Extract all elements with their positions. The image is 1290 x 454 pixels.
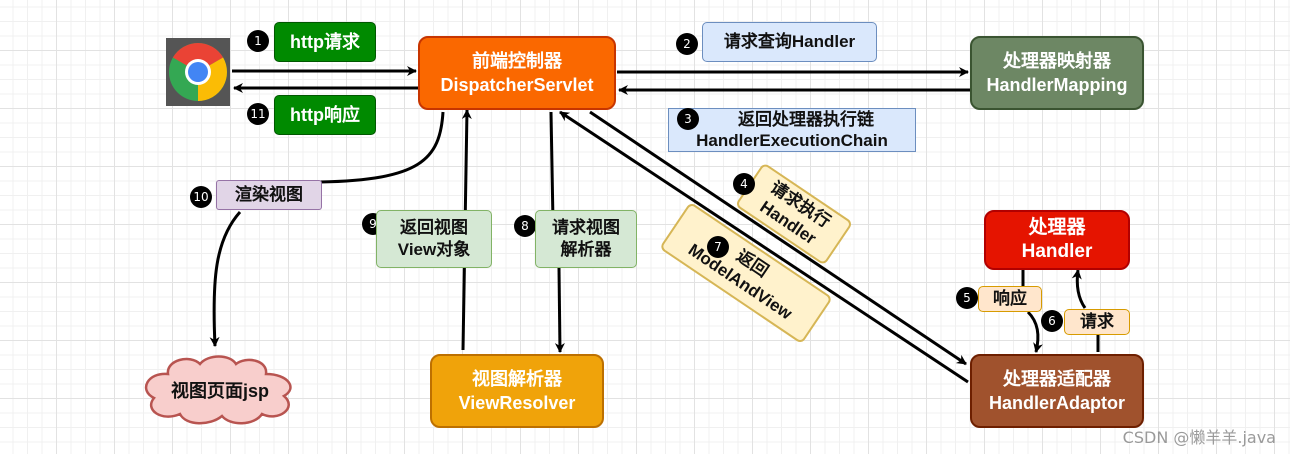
mapping-title: 处理器映射器 bbox=[1003, 51, 1111, 71]
cloud-shape bbox=[144, 355, 292, 425]
step-11-label[interactable]: http响应 bbox=[274, 95, 376, 135]
step-10-text: 渲染视图 bbox=[235, 185, 303, 204]
watermark: CSDN @懒羊羊.java bbox=[1122, 428, 1276, 447]
step-5-text: 响应 bbox=[993, 289, 1027, 308]
step-2-text: 请求查询Handler bbox=[723, 32, 856, 51]
step-9-text-2: View对象 bbox=[397, 240, 471, 259]
handler-subtitle: Handler bbox=[1021, 241, 1093, 262]
step-6-label[interactable]: 请求 bbox=[1064, 309, 1130, 335]
step-9-text-1: 返回视图 bbox=[400, 218, 468, 237]
handler-title: 处理器 bbox=[1028, 217, 1086, 238]
step-10-badge: 10 bbox=[190, 186, 212, 208]
edge-render-to-jsp bbox=[209, 211, 242, 347]
edge-handler-response-b bbox=[1026, 310, 1043, 353]
jsp-label: 视图页面jsp bbox=[170, 381, 269, 401]
step-3-text-1: 返回处理器执行链 bbox=[738, 110, 874, 129]
step-5-badge: 5 bbox=[956, 287, 978, 309]
dispatcher-subtitle: DispatcherServlet bbox=[440, 75, 594, 95]
edge-return-mav bbox=[559, 110, 969, 384]
step-6-badge: 6 bbox=[1041, 310, 1063, 332]
edge-request-resolver-2 bbox=[554, 267, 565, 353]
edge-request-resolver bbox=[549, 111, 555, 223]
chrome-browser-icon[interactable] bbox=[166, 38, 230, 106]
jsp-page-node[interactable]: 视图页面jsp bbox=[138, 352, 302, 428]
step-4-badge: 4 bbox=[733, 173, 755, 195]
step-9-label[interactable]: 返回视图 View对象 bbox=[376, 210, 492, 268]
view-resolver-node[interactable]: 视图解析器 ViewResolver bbox=[430, 354, 604, 428]
step-8-badge: 8 bbox=[514, 215, 536, 237]
step-5-label[interactable]: 响应 bbox=[978, 286, 1042, 312]
step-8-label[interactable]: 请求视图 解析器 bbox=[535, 210, 637, 268]
step-1-label[interactable]: http请求 bbox=[274, 22, 376, 62]
step-7-badge: 7 bbox=[707, 236, 729, 258]
resolver-subtitle: ViewResolver bbox=[458, 393, 576, 413]
mapping-subtitle: HandlerMapping bbox=[986, 75, 1128, 95]
step-8-text-1: 请求视图 bbox=[552, 218, 620, 237]
step-6-text: 请求 bbox=[1080, 312, 1114, 331]
adaptor-subtitle: HandlerAdaptor bbox=[988, 393, 1125, 413]
handler-adaptor-node[interactable]: 处理器适配器 HandlerAdaptor bbox=[970, 354, 1144, 428]
step-8-text-2: 解析器 bbox=[560, 240, 612, 259]
dispatcher-servlet-node[interactable]: 前端控制器 DispatcherServlet bbox=[418, 36, 616, 110]
edge-handler-request-b bbox=[1071, 269, 1087, 309]
adaptor-title: 处理器适配器 bbox=[1003, 369, 1111, 389]
step-10-label[interactable]: 渲染视图 bbox=[216, 180, 322, 210]
resolver-title: 视图解析器 bbox=[472, 369, 562, 389]
step-11-text: http响应 bbox=[290, 105, 360, 125]
edge-render-view bbox=[319, 111, 445, 184]
step-1-badge: 1 bbox=[247, 30, 269, 52]
step-2-badge: 2 bbox=[676, 33, 698, 55]
step-11-badge: 11 bbox=[247, 103, 269, 125]
handler-node[interactable]: 处理器 Handler bbox=[984, 210, 1130, 270]
step-3-badge: 3 bbox=[677, 108, 699, 130]
step-2-label[interactable]: 请求查询Handler bbox=[702, 22, 877, 62]
step-3-label[interactable]: 返回处理器执行链 HandlerExecutionChain bbox=[668, 108, 916, 152]
handler-mapping-node[interactable]: 处理器映射器 HandlerMapping bbox=[970, 36, 1144, 110]
step-1-text: http请求 bbox=[290, 32, 360, 52]
edge-exec-handler bbox=[589, 110, 967, 366]
dispatcher-title: 前端控制器 bbox=[472, 51, 562, 71]
step-3-text-2: HandlerExecutionChain bbox=[696, 131, 888, 150]
